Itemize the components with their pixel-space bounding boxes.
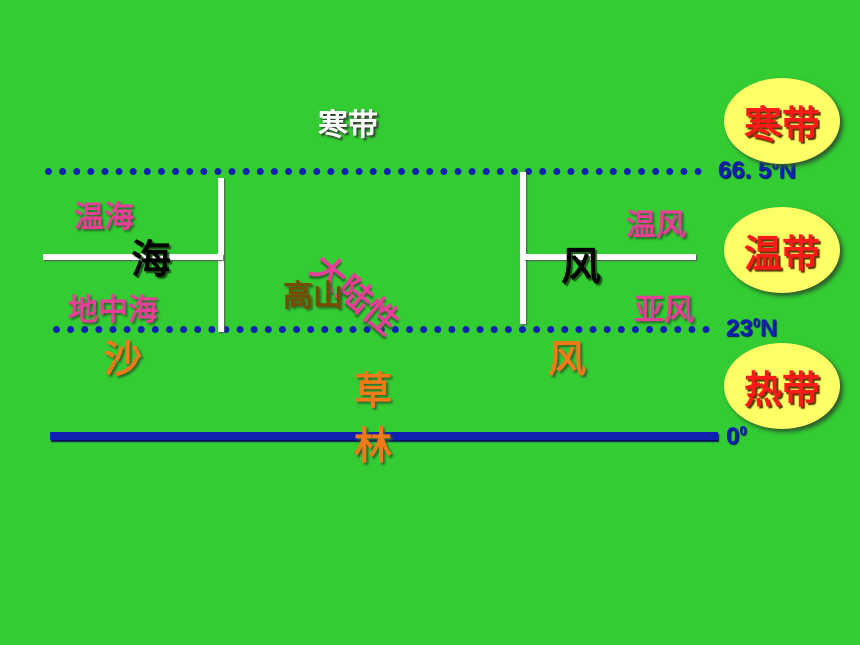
latitude-23-suffix: N bbox=[759, 315, 778, 342]
equator-value: 0 bbox=[726, 423, 740, 450]
latitude-66-5-integer: 66 bbox=[718, 157, 745, 184]
right-horizontal-divider bbox=[524, 254, 696, 260]
mediterranean-label: 地中海 bbox=[68, 293, 158, 328]
equator-label: 00 bbox=[726, 423, 747, 451]
latitude-66-5-degree: 0 bbox=[771, 157, 779, 172]
tropical-zone-oval: 热带 bbox=[724, 343, 840, 429]
tropical-zone-label: 热带 bbox=[743, 367, 820, 412]
maritime-center-label: 海 bbox=[131, 237, 171, 283]
equator-line bbox=[50, 432, 718, 440]
temperate-monsoon-label: 温风 bbox=[626, 208, 686, 243]
cold-zone-label: 寒带 bbox=[743, 102, 820, 147]
latitude-23-value: 23 bbox=[726, 315, 753, 342]
latitude-66-5-label: 66. 50N bbox=[718, 157, 796, 185]
top-cold-zone-label: 寒带 bbox=[318, 108, 378, 143]
tropical-grassland-label: 草 bbox=[354, 369, 393, 413]
highland-label: 高山 bbox=[283, 279, 343, 314]
tropical-monsoon-label: 风 bbox=[548, 337, 587, 381]
temperate-maritime-label: 温海 bbox=[74, 200, 134, 235]
cold-zone-oval: 寒带 bbox=[724, 78, 840, 164]
latitude-23-line bbox=[53, 326, 710, 333]
temperate-zone-oval: 温带 bbox=[724, 207, 840, 293]
tropical-desert-label: 沙 bbox=[104, 337, 143, 381]
right-vertical-divider bbox=[520, 172, 526, 324]
latitude-66-5-line bbox=[45, 168, 702, 175]
monsoon-center-label: 风 bbox=[561, 244, 601, 290]
left-horizontal-divider bbox=[43, 254, 223, 260]
latitude-23-label: 230N bbox=[726, 315, 777, 343]
equator-degree: 0 bbox=[739, 423, 747, 438]
temperate-zone-label: 温带 bbox=[743, 231, 820, 276]
subtropical-monsoon-label: 亚风 bbox=[634, 293, 694, 328]
latitude-23-degree: 0 bbox=[752, 315, 760, 330]
tropical-rainforest-label: 林 bbox=[354, 424, 393, 468]
